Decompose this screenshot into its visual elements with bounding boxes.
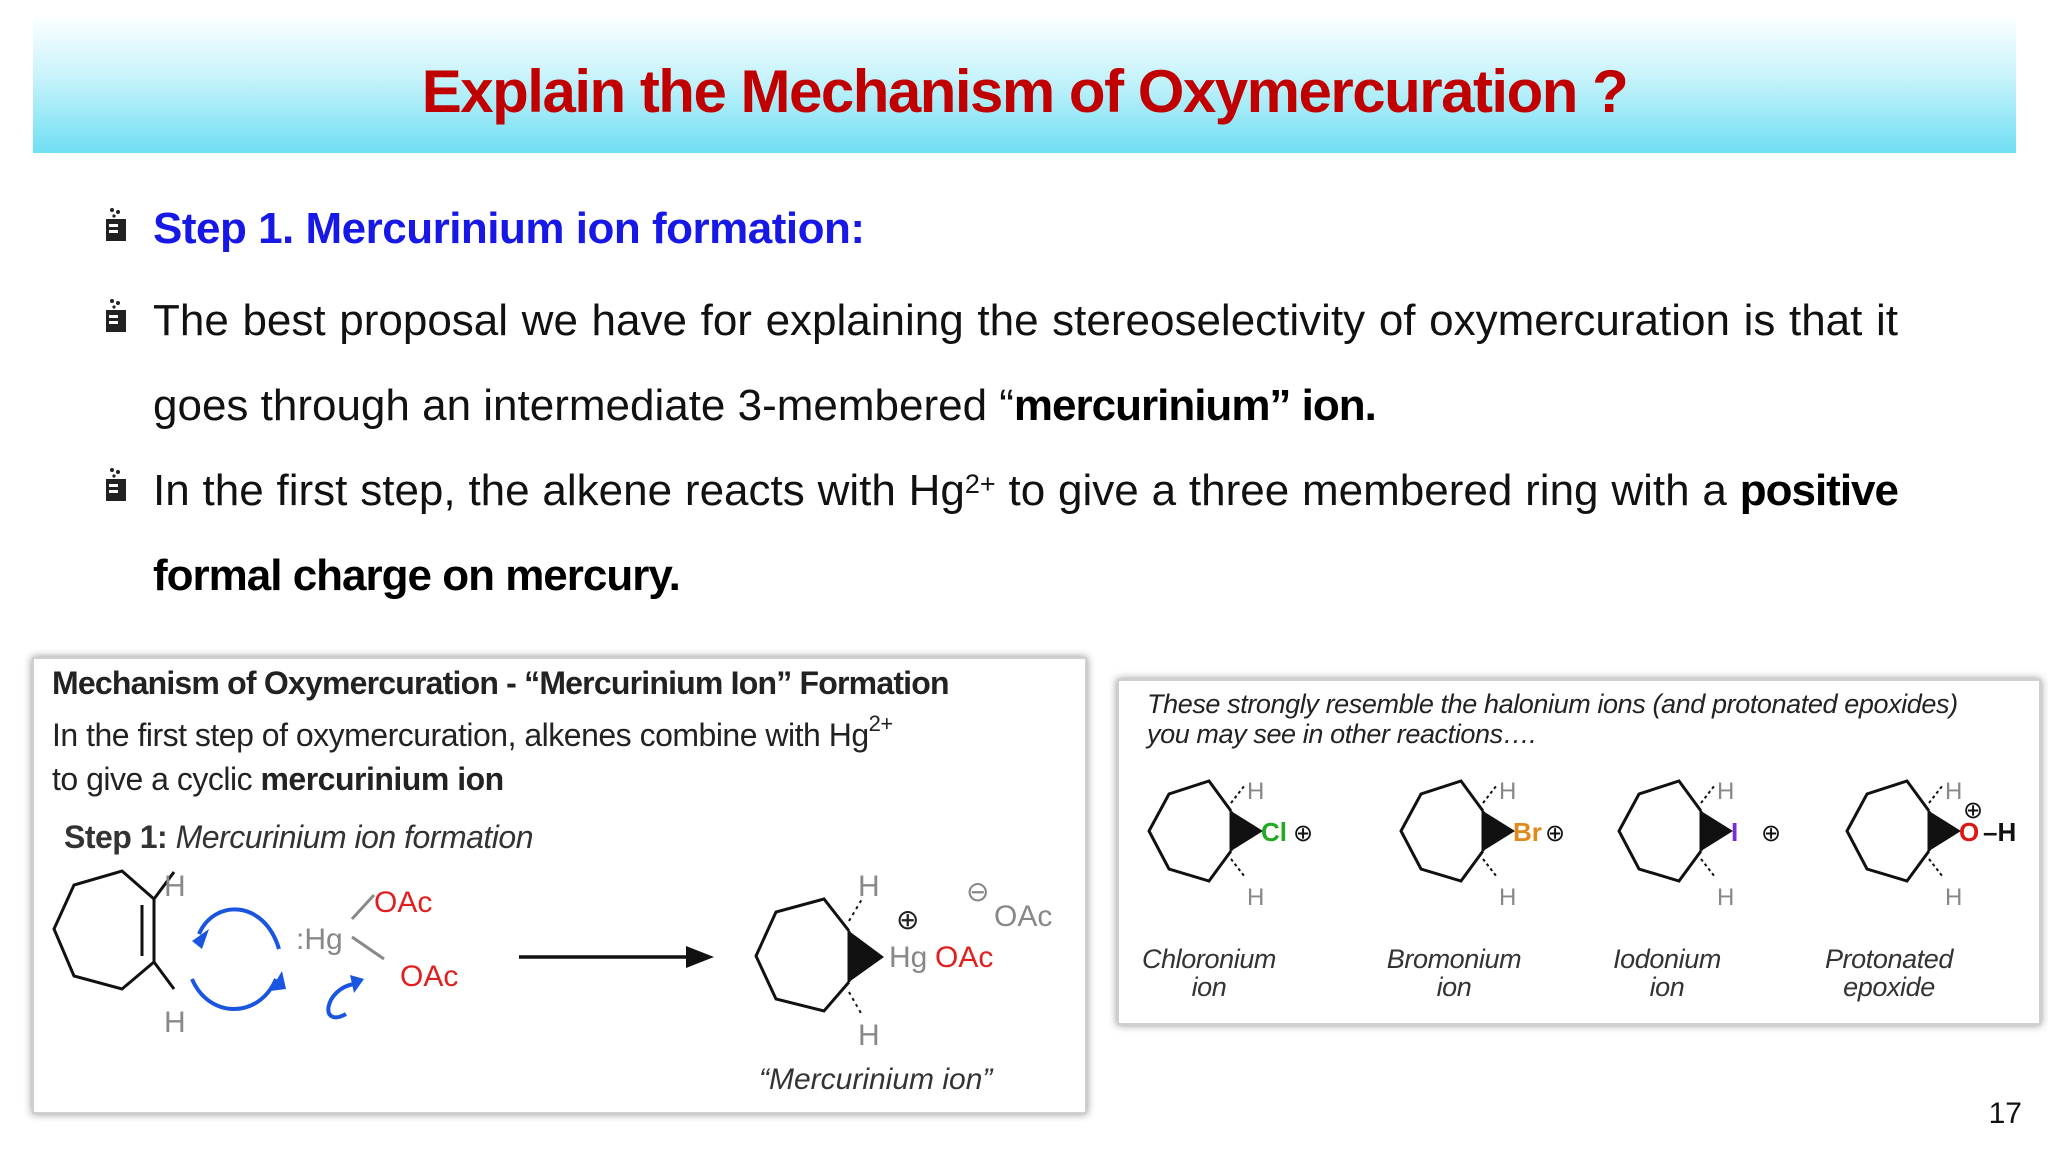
bullet-first-step: In the first step, the alkene reacts wit… xyxy=(153,448,1899,618)
acetate-label: OAc xyxy=(994,900,1052,933)
hydrogen-label: H xyxy=(1945,778,1962,805)
charge-sup: 2+ xyxy=(964,469,996,499)
hydrogen-label: H xyxy=(858,1019,880,1052)
figure-line2: to give a cyclic mercurinium ion xyxy=(52,761,504,798)
bullet-stereoselectivity: The best proposal we have for explaining… xyxy=(153,278,1898,448)
arrow-head xyxy=(686,946,714,968)
plus-charge: ⊕ xyxy=(1761,820,1781,847)
hydrogen-label: H xyxy=(1247,778,1264,805)
beaker-icon xyxy=(106,299,126,332)
three-ring-wedge xyxy=(1231,811,1263,851)
plus-charge: ⊕ xyxy=(1545,820,1565,847)
hydrogen-label: H xyxy=(1499,884,1516,911)
beaker-icon xyxy=(106,208,126,241)
hg-wedge xyxy=(849,931,884,982)
oac-label: OAc xyxy=(935,941,993,974)
cyclohexane-ring xyxy=(1147,779,1233,883)
bold-term: mercurinium” ion. xyxy=(1013,381,1377,430)
dash-bond xyxy=(1928,858,1944,878)
mercurinium-structure xyxy=(754,897,851,1013)
figure-text: These strongly resemble the halonium ion… xyxy=(1147,689,1958,719)
mercurinium-caption: “Mercurinium ion” xyxy=(759,1063,994,1096)
bullet-text: In the first step, the alkene reacts wit… xyxy=(153,466,965,515)
electron-arrow xyxy=(326,982,355,1020)
figure-title: Mechanism of Oxymercuration - “Mercurini… xyxy=(52,665,950,701)
beaker-icon xyxy=(106,468,126,501)
arrow-head xyxy=(192,929,209,949)
mechanism-figure: Mechanism of Oxymercuration - “Mercurini… xyxy=(32,657,1087,1114)
step-text: Mercurinium ion formation xyxy=(167,819,534,855)
bullet-text: to give a three membered ring with a xyxy=(995,466,1740,515)
step-heading: Step 1. Mercurinium ion formation: xyxy=(153,204,865,253)
plus-charge: ⊕ xyxy=(896,904,919,935)
dash-bond xyxy=(1230,784,1246,804)
dash-bond xyxy=(1482,858,1498,878)
dash-bond xyxy=(1482,784,1498,804)
hydrogen-label: H xyxy=(164,1006,186,1039)
atom-label: Br xyxy=(1513,817,1542,847)
charge-sup: 2+ xyxy=(868,711,894,736)
dash-bond xyxy=(1928,784,1944,804)
arrow-head xyxy=(270,971,286,991)
hydrogen-label: H xyxy=(1945,884,1962,911)
electron-arrow xyxy=(190,978,278,1011)
minus-charge: ⊖ xyxy=(966,876,989,907)
hydrogen-label: H xyxy=(1717,884,1734,911)
hydrogen-label: H xyxy=(1499,778,1516,805)
plus-charge: ⊕ xyxy=(1963,797,1983,824)
oac-label: OAc xyxy=(374,886,432,919)
cyclohexene-structure xyxy=(52,869,176,991)
bullet-text: The best proposal we have for explaining… xyxy=(153,296,1898,430)
three-ring-wedge xyxy=(1701,811,1733,851)
hydrogen-label: H xyxy=(858,870,880,903)
slide-title: Explain the Mechanism of Oxymercuration … xyxy=(421,58,1629,125)
figure-text: you may see in other reactions…. xyxy=(1147,719,1537,749)
cyclohexane-ring xyxy=(1845,779,1931,883)
hydrogen-label: –H xyxy=(1983,817,2016,847)
mechanism-diagram: H H :Hg OAc OAc H H Hg OAc ⊕ ⊖ OAc “Merc… xyxy=(52,869,1052,1096)
halonium-figure: These strongly resemble the halonium ion… xyxy=(1117,679,2041,1025)
plus-charge: ⊕ xyxy=(1293,820,1313,847)
step-label: Step 1: xyxy=(64,819,168,855)
cyclohexane-ring xyxy=(1399,779,1485,883)
three-ring-wedge xyxy=(1483,811,1515,851)
hydrogen-label: H xyxy=(1717,778,1734,805)
hydrogen-label: H xyxy=(164,870,186,903)
hg-label: Hg xyxy=(889,941,927,974)
dash-bond xyxy=(1230,858,1246,878)
hydrogen-label: H xyxy=(1247,884,1264,911)
arrow-head xyxy=(350,975,364,993)
figure-text: to give a cyclic xyxy=(52,761,261,797)
title-bar: Explain the Mechanism of Oxymercuration … xyxy=(33,13,2016,153)
halonium-text: These strongly resemble the halonium ion… xyxy=(1147,689,1958,749)
atom-label: I xyxy=(1731,817,1738,847)
atom-label: Cl xyxy=(1261,817,1287,847)
figure-step: Step 1: Mercurinium ion formation xyxy=(64,819,533,856)
dash-bond xyxy=(1700,784,1716,804)
bold-term: positive formal charge on mercury. xyxy=(153,466,1899,600)
page-number: 17 xyxy=(1988,1097,2022,1130)
figure-line1: In the first step of oxymercuration, alk… xyxy=(52,711,893,754)
dash-bond xyxy=(1700,858,1716,878)
oac-label: OAc xyxy=(400,960,458,993)
hg-reagent-label: :Hg xyxy=(296,923,343,956)
electron-arrow xyxy=(197,907,281,950)
three-ring-wedge xyxy=(1929,811,1961,851)
cyclohexane-ring xyxy=(1617,779,1703,883)
atom-label: O xyxy=(1959,817,1979,847)
bold-term: mercurinium ion xyxy=(260,761,504,797)
figure-text: In the first step of oxymercuration, alk… xyxy=(52,717,869,753)
